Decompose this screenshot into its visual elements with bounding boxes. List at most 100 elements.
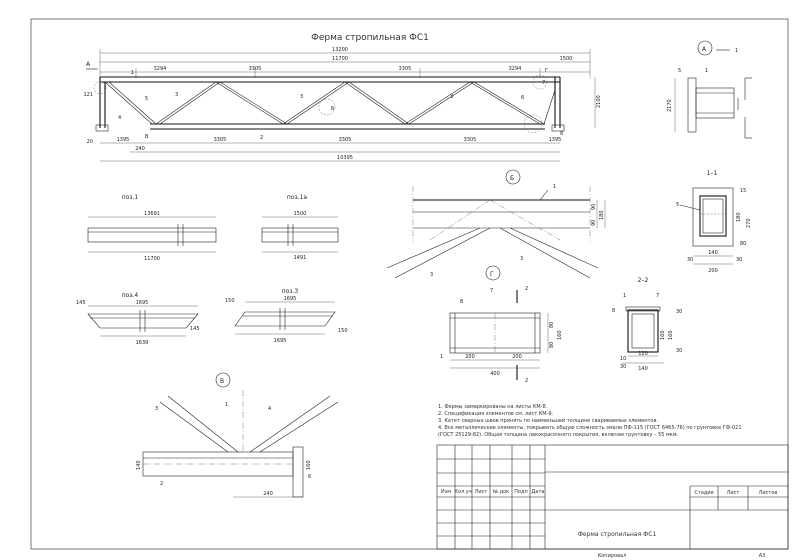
member-7: 7 <box>542 80 545 86</box>
node-g-member-2b: 2 <box>525 378 528 384</box>
pos-4-dim-145b: 145 <box>190 326 200 332</box>
section-1-1: 1–1 140 30 30 200 180 270 15 80 5 <box>676 170 752 274</box>
dim-240: 240 <box>135 146 145 152</box>
pos-3-dim-150a: 150 <box>225 298 235 304</box>
dim-3305-b: 3305 <box>399 66 412 72</box>
node-b: Б 180 90 90 1 3 3 <box>386 169 606 279</box>
s11-dim-270: 270 <box>746 218 752 228</box>
pos-1-title: поз.1 <box>122 194 139 201</box>
pos-1-dim-13691: 13691 <box>144 211 160 217</box>
s11-dim-140: 140 <box>708 250 718 256</box>
node-v-label: В <box>220 378 224 385</box>
member-1: 1 <box>131 70 134 76</box>
member-8: 8 <box>560 131 563 137</box>
tb-sheets: Листов <box>759 490 778 496</box>
truss-node-b: Б <box>331 106 335 112</box>
member-2: 2 <box>260 135 263 141</box>
note-1: 1. Фермы замаркированы на листы КМ-8. <box>438 404 548 410</box>
truss-node-g: Г <box>545 68 548 74</box>
s22-dim-30c: 30 <box>676 348 682 354</box>
pos-3-dim-1695b: 1695 <box>274 338 287 344</box>
node-b-member-3b: 3 <box>520 256 523 262</box>
s22-dim-30b: 30 <box>676 309 682 315</box>
node-g-dim-200b: 200 <box>512 354 522 360</box>
tb-col-podp: Подп <box>514 489 528 495</box>
node-g-member-1: 1 <box>440 354 443 360</box>
pos-1a-dim-1500: 1500 <box>294 211 307 217</box>
node-g-dim-160: 160 <box>557 330 563 340</box>
tb-col-list: Лист <box>475 489 488 495</box>
node-a-dim-2170: 2170 <box>667 99 673 112</box>
node-v: В 240 160 140 1 4 3 2 6 <box>136 372 339 498</box>
dim-121: 121 <box>83 92 93 98</box>
pos-3-dim-150b: 150 <box>338 328 348 334</box>
sheet-frame <box>30 18 789 550</box>
section-1-1-title: 1–1 <box>707 170 718 177</box>
s22-dim-160a: 160 <box>660 330 666 340</box>
s11-dim-30-r: 30 <box>736 257 742 263</box>
dim-1500: 1500 <box>560 56 573 62</box>
member-3a: 3 <box>175 92 178 98</box>
node-a-ref: 1 <box>735 48 738 54</box>
node-v-member-2: 2 <box>160 481 163 487</box>
dim-3294-right: 3294 <box>509 66 522 72</box>
truss-node-v: В <box>145 134 149 140</box>
section-2-2-title: 2–2 <box>638 277 649 284</box>
ref-a: А <box>86 61 91 68</box>
pos-1: поз.1 13691 11700 <box>87 194 217 262</box>
pos-4-dim-1639: 1639 <box>136 340 149 346</box>
pos-1a-title: поз.1а <box>287 194 308 201</box>
format-label: А3 <box>759 553 766 559</box>
copied-label: Копировал <box>598 553 627 559</box>
node-v-member-3: 3 <box>155 406 158 412</box>
node-a-dim-5: 5 <box>678 68 681 74</box>
s22-dim-160b: 160 <box>668 330 674 340</box>
node-b-member-1: 1 <box>553 184 556 190</box>
note-5: (ГОСТ 25129-82). Общая толщина лакокрасо… <box>438 432 679 438</box>
s22-dim-10: 10 <box>620 356 626 362</box>
dim-1395-left: 1395 <box>117 137 130 143</box>
node-v-member-6: 6 <box>308 474 311 480</box>
dim-20-left: 20 <box>87 139 93 145</box>
node-v-member-4: 4 <box>268 406 271 412</box>
s11-dim-200: 200 <box>708 268 718 274</box>
dim-11700: 11700 <box>332 56 348 62</box>
s11-member: 5 <box>676 202 679 208</box>
s22-member-7: 7 <box>656 293 659 299</box>
node-g-member-8: 8 <box>460 299 463 305</box>
node-v-dim-140: 140 <box>136 460 142 470</box>
member-3c: 3 <box>450 94 453 100</box>
note-4: 4. Все металлические элементы, покрывать… <box>438 425 742 431</box>
tb-col-doc: № док <box>493 489 509 495</box>
node-g-dim-80a: 80 <box>549 322 555 328</box>
dim-2100: 2100 <box>596 95 602 108</box>
dim-10395: 10395 <box>337 155 353 161</box>
node-b-dim-180: 180 <box>599 210 605 220</box>
node-b-member-3a: 3 <box>430 272 433 278</box>
dim-13200: 13200 <box>332 47 348 53</box>
node-g-member-7: 7 <box>490 288 493 294</box>
node-v-member-1: 1 <box>225 402 228 408</box>
s22-dim-30a: 30 <box>620 364 626 370</box>
s11-dim-180: 180 <box>736 212 742 222</box>
title-block: Изм Кол.уч Лист № док Подп Дата Стадия Л… <box>436 444 789 550</box>
member-5: 5 <box>145 96 148 102</box>
s11-dim-30-l: 30 <box>687 257 693 263</box>
node-b-label: Б <box>510 175 514 182</box>
dim-b-3305-c: 3305 <box>464 137 477 143</box>
dim-b-3305-a: 3305 <box>214 137 227 143</box>
node-v-dim-240: 240 <box>263 491 273 497</box>
node-g-dim-200a: 200 <box>465 354 475 360</box>
dim-3305-a: 3305 <box>249 66 262 72</box>
pos-1a: поз.1а 1500 1491 <box>261 194 339 261</box>
pos-3: поз.3 1695 1695 150 150 <box>225 288 348 344</box>
s22-member-8: 8 <box>612 308 615 314</box>
pos-1a-dim-1491: 1491 <box>294 255 307 261</box>
member-3b: 3 <box>300 94 303 100</box>
dim-3294-left: 3294 <box>154 66 167 72</box>
node-g-label: Г <box>490 271 494 278</box>
node-b-dim-90b: 90 <box>591 220 597 226</box>
dim-b-3305-b: 3305 <box>339 137 352 143</box>
tb-col-izm: Изм <box>441 489 451 495</box>
